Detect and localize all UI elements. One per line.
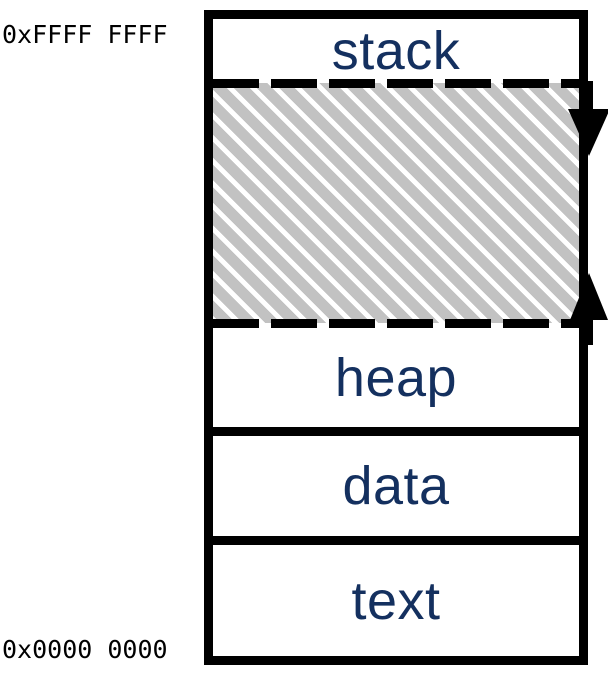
separator-stack-free bbox=[213, 79, 579, 88]
region-text: text bbox=[213, 545, 579, 656]
region-data: data bbox=[213, 436, 579, 536]
region-stack: stack bbox=[213, 19, 579, 83]
arrow-down-icon bbox=[568, 81, 608, 156]
region-free-space bbox=[213, 83, 579, 323]
memory-map-frame: stack heap data text bbox=[204, 10, 608, 665]
arrow-up-icon bbox=[570, 273, 608, 345]
region-stack-label: stack bbox=[331, 21, 461, 81]
region-heap: heap bbox=[213, 328, 579, 427]
region-data-label: data bbox=[342, 456, 450, 516]
address-label-top: 0xFFFF FFFF bbox=[2, 20, 168, 49]
region-heap-label: heap bbox=[334, 347, 458, 408]
address-label-bottom: 0x0000 0000 bbox=[2, 635, 168, 664]
separator-data-text bbox=[213, 536, 579, 545]
separator-free-heap bbox=[213, 319, 579, 328]
region-text-label: text bbox=[351, 570, 441, 631]
separator-heap-data bbox=[213, 427, 579, 436]
